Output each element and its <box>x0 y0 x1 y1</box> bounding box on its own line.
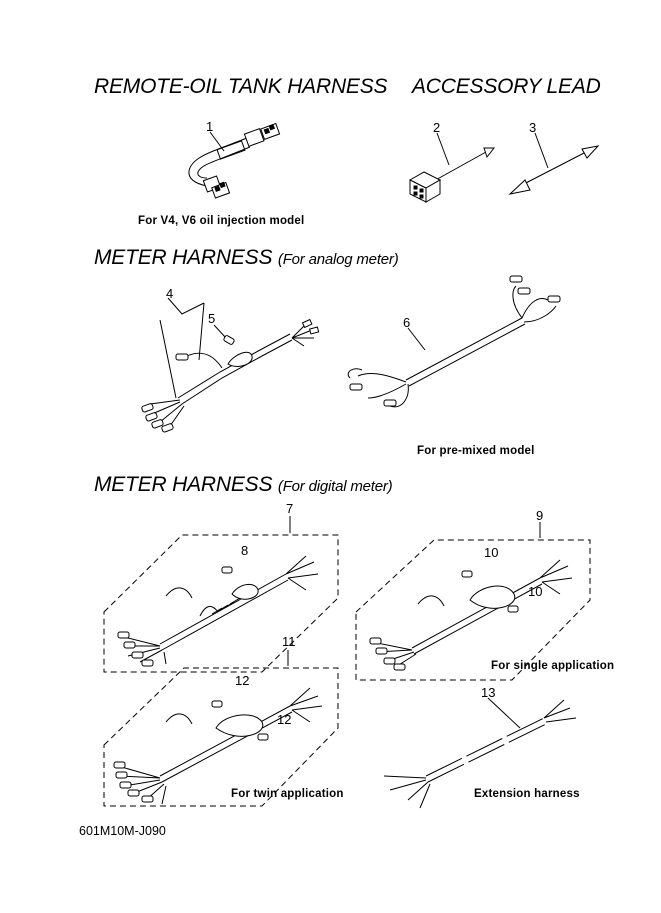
callout-10a: 10 <box>484 545 499 560</box>
callout-5: 5 <box>208 311 216 326</box>
diagram-code: 601M10M-J090 <box>79 824 166 838</box>
heading-analog-main: METER HARNESS <box>94 246 273 269</box>
callout-3: 3 <box>529 120 537 135</box>
caption-twin-application: For twin application <box>231 788 344 800</box>
callout-9: 9 <box>536 508 544 523</box>
callout-2: 2 <box>433 120 441 135</box>
heading-digital-sub: (For digital meter) <box>277 478 393 495</box>
heading-meter-harness-digital: METER HARNESS (For digital meter) <box>94 473 393 497</box>
callout-7: 7 <box>286 501 294 516</box>
meter-harness-premixed-6 <box>348 276 560 407</box>
caption-extension-harness: Extension harness <box>474 788 580 800</box>
callout-11: 11 <box>282 634 296 649</box>
caption-single-application: For single application <box>491 660 615 672</box>
remote-oil-tank-harness-part <box>189 124 280 198</box>
digital-harness-box-11 <box>104 650 338 806</box>
callout-12b: 12 <box>277 712 292 727</box>
extension-harness-13 <box>384 698 576 808</box>
accessory-lead-3 <box>510 133 598 194</box>
meter-harness-analog-4 <box>141 298 318 433</box>
heading-meter-harness-analog: METER HARNESS (For analog meter) <box>94 246 399 270</box>
callout-13: 13 <box>481 685 496 700</box>
caption-pre-mixed: For pre-mixed model <box>417 445 535 457</box>
callout-1: 1 <box>206 119 214 134</box>
accessory-lead-2 <box>410 133 494 202</box>
heading-remote-oil-tank-harness: REMOTE-OIL TANK HARNESS <box>94 75 388 98</box>
callout-6: 6 <box>403 315 411 330</box>
heading-digital-main: METER HARNESS <box>94 473 273 496</box>
callout-8: 8 <box>241 543 249 558</box>
digital-harness-box-7 <box>104 516 338 672</box>
callout-12a: 12 <box>235 673 250 688</box>
heading-analog-sub: (For analog meter) <box>277 251 399 268</box>
heading-accessory-lead: ACCESSORY LEAD <box>412 75 601 98</box>
callout-10b: 10 <box>528 584 543 599</box>
digital-harness-box-9 <box>356 522 590 680</box>
callout-4: 4 <box>166 286 174 301</box>
caption-v4-v6: For V4, V6 oil injection model <box>138 215 305 227</box>
